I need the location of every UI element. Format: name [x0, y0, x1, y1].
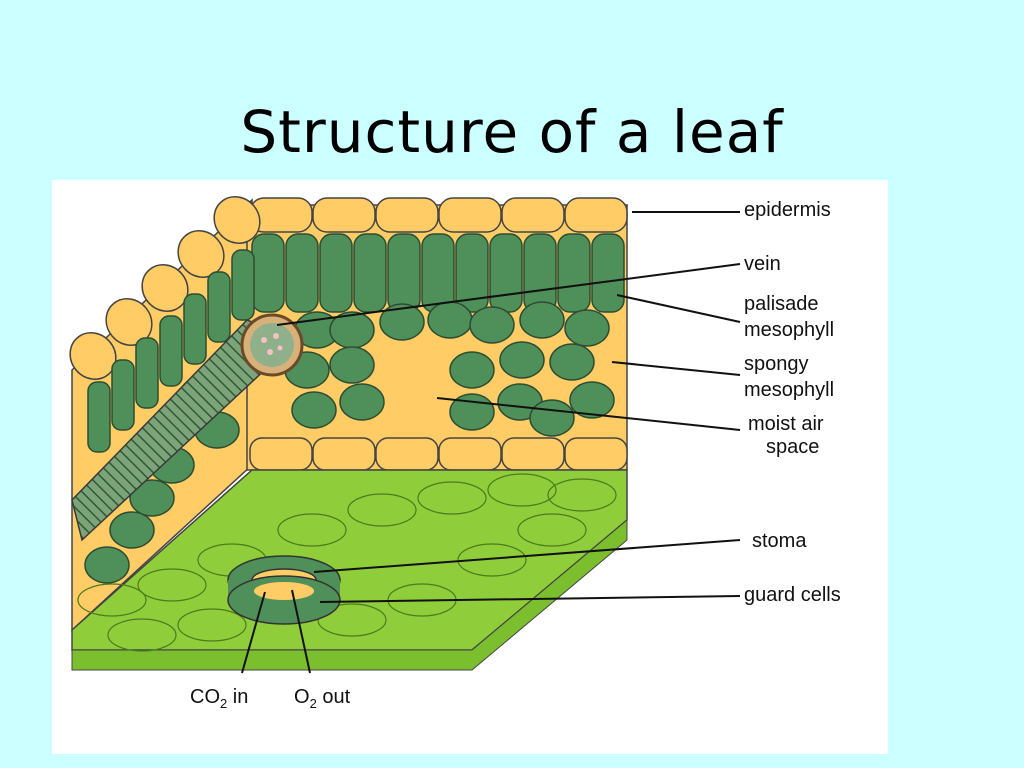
slide-title: Structure of a leaf [240, 98, 784, 166]
o2-text: O [294, 686, 310, 708]
lower-green-cell [517, 513, 587, 547]
leader-palisade [616, 294, 741, 323]
spongy-cell [339, 383, 385, 421]
epidermis-cell [69, 332, 117, 380]
spongy-cell [329, 346, 375, 384]
label-moist-air: moist air [748, 413, 824, 435]
palisade-cell [557, 233, 591, 313]
palisade-cell [231, 249, 255, 321]
lower-epidermis-cell [312, 437, 376, 471]
epidermis-cell [375, 197, 439, 233]
label-epidermis: epidermis [744, 199, 831, 221]
lower-green-cell [547, 478, 617, 512]
palisade-cell [319, 233, 353, 313]
label-vein: vein [744, 253, 781, 275]
palisade-cell [135, 337, 159, 409]
label-palisade-mesophyll: mesophyll [744, 319, 835, 341]
co2-subscript: 2 [220, 696, 228, 711]
lower-green-cell [487, 473, 557, 507]
palisade-cell [387, 233, 421, 313]
spongy-cell [84, 546, 130, 584]
co2-in-text: in [227, 686, 249, 708]
palisade-mesophyll-cells [251, 233, 625, 313]
palisade-cell [285, 233, 319, 313]
co2-text: CO [190, 686, 220, 708]
leader-guard [319, 595, 741, 603]
palisade-cell [251, 233, 285, 313]
palisade-cell [455, 233, 489, 313]
palisade-cell [111, 359, 135, 431]
epidermis-cell [213, 196, 261, 244]
label-space: space [766, 436, 820, 458]
spongy-cell [519, 301, 565, 339]
leader-spongy [611, 361, 741, 376]
spongy-cell [129, 479, 175, 517]
lower-epidermis-row [249, 437, 628, 471]
palisade-cell [87, 381, 111, 453]
lower-green-cell [137, 568, 207, 602]
epidermis-cell [438, 197, 502, 233]
palisade-cell [591, 233, 625, 313]
leader-lines [241, 211, 741, 674]
epidermis-cell [564, 197, 628, 233]
lower-green-cell [347, 493, 417, 527]
leader-co2 [241, 591, 266, 674]
label-spongy: spongy [744, 353, 809, 375]
label-spongy-mesophyll: mesophyll [744, 379, 835, 401]
leaf-cross-section-illustration [69, 196, 741, 674]
leader-vein [276, 263, 741, 326]
epidermis-cell [141, 264, 189, 312]
lower-epidermis-cell [438, 437, 502, 471]
palisade-mesophyll-left [87, 249, 255, 453]
palisade-cell [489, 233, 523, 313]
lower-green-cell [77, 583, 147, 617]
spongy-cell [379, 303, 425, 341]
leader-o2 [291, 589, 311, 674]
leader-stoma [313, 539, 741, 573]
spongy-cell [499, 341, 545, 379]
lower-green-cell [317, 603, 387, 637]
lower-green-cell [417, 481, 487, 515]
spongy-cell [564, 309, 610, 347]
lower-green-cell [457, 543, 527, 577]
guard-cells [227, 555, 341, 625]
palisade-cell [523, 233, 557, 313]
label-palisade: palisade [744, 293, 819, 315]
spongy-cell [549, 343, 595, 381]
label-co2-in: CO2 in [190, 685, 248, 711]
epidermis-cell [501, 197, 565, 233]
spongy-cell [569, 381, 615, 419]
spongy-cell [529, 399, 575, 437]
upper-epidermis-left [69, 196, 261, 380]
leader-moist [436, 397, 741, 431]
epidermis-cell [312, 197, 376, 233]
spongy-cell [291, 391, 337, 429]
lower-green-cell [277, 513, 347, 547]
label-stoma: stoma [752, 530, 807, 552]
vein [71, 313, 304, 542]
o2-subscript: 2 [309, 696, 317, 711]
lower-epidermis-cell [564, 437, 628, 471]
spongy-cell [469, 306, 515, 344]
lower-green-cell [107, 618, 177, 652]
lower-epidermis [71, 469, 628, 671]
o2-out-text: out [316, 686, 351, 708]
lower-epidermis-cell [501, 437, 565, 471]
lower-epidermis-cell [249, 437, 313, 471]
label-o2-out: O2 out [294, 685, 350, 711]
lower-epidermis-cell [375, 437, 439, 471]
palisade-cell [421, 233, 455, 313]
label-guard-cells: guard cells [744, 584, 841, 606]
leaf-diagram: epidermis vein palisade mesophyll spongy… [52, 180, 888, 754]
palisade-cell [207, 271, 231, 343]
palisade-cell [183, 293, 207, 365]
lower-green-cell [177, 608, 247, 642]
palisade-cell [159, 315, 183, 387]
spongy-cell [427, 301, 473, 339]
spongy-cell [109, 511, 155, 549]
spongy-cell [449, 351, 495, 389]
upper-epidermis [249, 197, 628, 233]
palisade-cell [353, 233, 387, 313]
